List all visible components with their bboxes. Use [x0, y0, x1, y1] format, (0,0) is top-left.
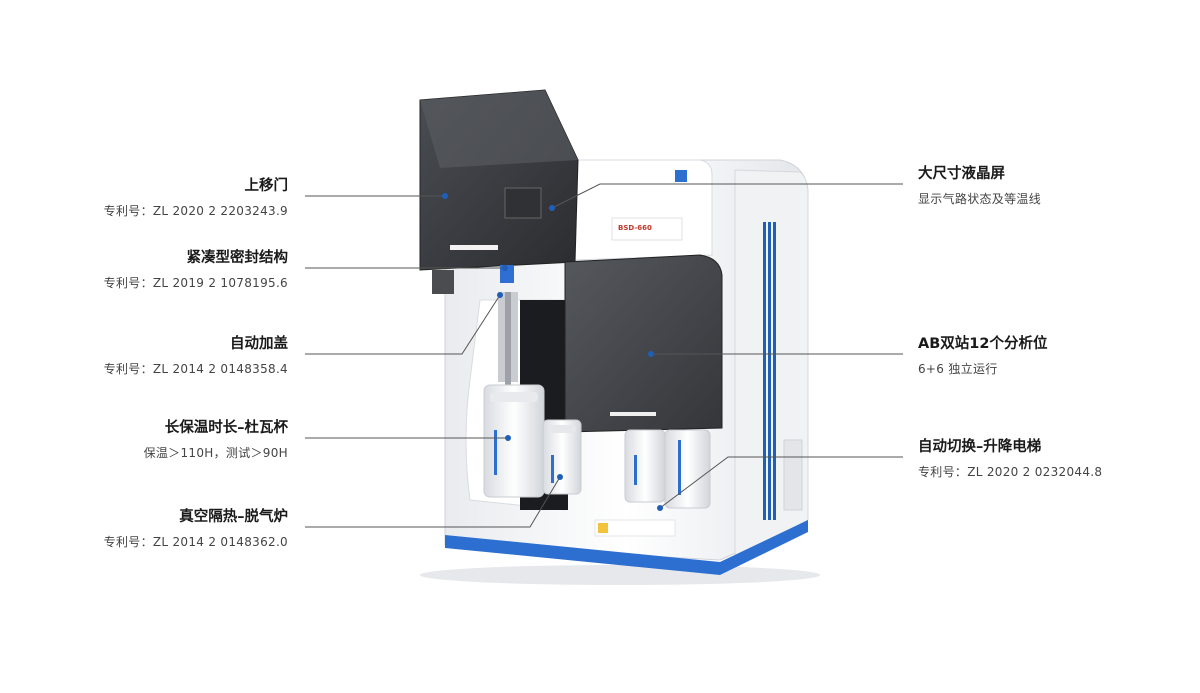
furnace-lid: [548, 425, 576, 433]
callout-seal-structure: 紧凑型密封结构 专利号：ZL 2019 2 1078195.6: [104, 248, 288, 292]
model-plate: [611, 217, 683, 241]
side-stripe-2: [768, 222, 771, 520]
floor-shadow: [420, 565, 820, 585]
callout-degas-furnace: 真空隔热–脱气炉 专利号：ZL 2014 2 0148362.0: [104, 507, 288, 551]
callout-title: 紧凑型密封结构: [186, 250, 289, 266]
side-stripe-1: [763, 222, 766, 520]
callout-upper-door: 上移门 专利号：ZL 2020 2 2203243.9: [104, 176, 288, 220]
dot-furnace: [557, 474, 563, 480]
leader-screen: [551, 183, 903, 209]
leader-elevator: [659, 456, 903, 509]
callout-title: 自动切换–升降电梯: [918, 439, 1042, 455]
elevator-indicator: [678, 440, 681, 495]
callout-analysis-stations: AB双站12个分析位 6+6 独立运行: [918, 334, 1047, 378]
furnace-indicator: [551, 455, 554, 483]
door-top-face: [420, 90, 578, 168]
leader-lines-left: [305, 195, 561, 528]
dot-auto-cap: [497, 292, 503, 298]
callout-auto-cap: 自动加盖 专利号：ZL 2014 2 0148358.4: [104, 334, 288, 378]
right-dewar-a: [624, 429, 666, 503]
right-dewar-indicator: [634, 455, 637, 485]
callout-title: 长保温时长–杜瓦杯: [164, 420, 288, 436]
callout-title: 大尺寸液晶屏: [918, 166, 1005, 182]
callout-elevator: 自动切换–升降电梯 专利号：ZL 2020 2 0232044.8: [918, 437, 1102, 481]
lower-door-handle: [610, 412, 656, 416]
dot-screen: [549, 205, 555, 211]
model-label: BSD-660: [618, 224, 652, 232]
dewar-indicator: [494, 430, 497, 475]
front-logo-icon: [598, 523, 608, 533]
dot-seal: [502, 265, 508, 271]
base-stripe: [445, 520, 808, 575]
door-handle: [450, 245, 498, 250]
callout-subtitle: 保温＞110H，测试＞90H: [143, 446, 288, 460]
leader-lines-right: [551, 183, 903, 509]
dewar-lid: [490, 392, 538, 402]
callout-subtitle: 显示气路状态及等温线: [918, 192, 1042, 206]
leader-furnace: [305, 476, 561, 528]
callout-subtitle: 专利号：ZL 2014 2 0148358.4: [103, 362, 288, 376]
callout-title: 真空隔热–脱气炉: [179, 509, 288, 525]
brand-logo-icon: [675, 170, 687, 182]
side-stripe-3: [773, 222, 776, 520]
door-clamp: [432, 270, 454, 294]
dot-stations: [648, 351, 654, 357]
callout-dewar: 长保温时长–杜瓦杯 保温＞110H，测试＞90H: [144, 418, 288, 462]
door-window: [504, 187, 542, 219]
callout-title: AB双站12个分析位: [918, 336, 1048, 352]
dot-upper-door: [442, 193, 448, 199]
lower-sliding-door: [564, 254, 723, 433]
side-vent: [783, 439, 803, 511]
screen-panel: [574, 159, 713, 261]
callout-subtitle: 专利号：ZL 2020 2 0232044.8: [918, 465, 1103, 479]
callout-title: 自动加盖: [230, 336, 288, 352]
callout-subtitle: 专利号：ZL 2019 2 1078195.6: [103, 276, 288, 290]
seal-rod: [505, 292, 511, 387]
callout-lcd-screen: 大尺寸液晶屏 显示气路状态及等温线: [918, 164, 1041, 208]
callout-subtitle: 专利号：ZL 2014 2 0148362.0: [103, 535, 288, 549]
dot-dewar: [505, 435, 511, 441]
leader-dots: [442, 193, 663, 511]
callout-title: 上移门: [244, 178, 289, 194]
leader-auto-cap: [305, 294, 501, 355]
front-plate: [594, 519, 676, 537]
callout-subtitle: 专利号：ZL 2020 2 2203243.9: [103, 204, 288, 218]
dot-elevator: [657, 505, 663, 511]
callout-subtitle: 6+6 独立运行: [918, 362, 998, 376]
right-dewar-b: [664, 429, 711, 509]
